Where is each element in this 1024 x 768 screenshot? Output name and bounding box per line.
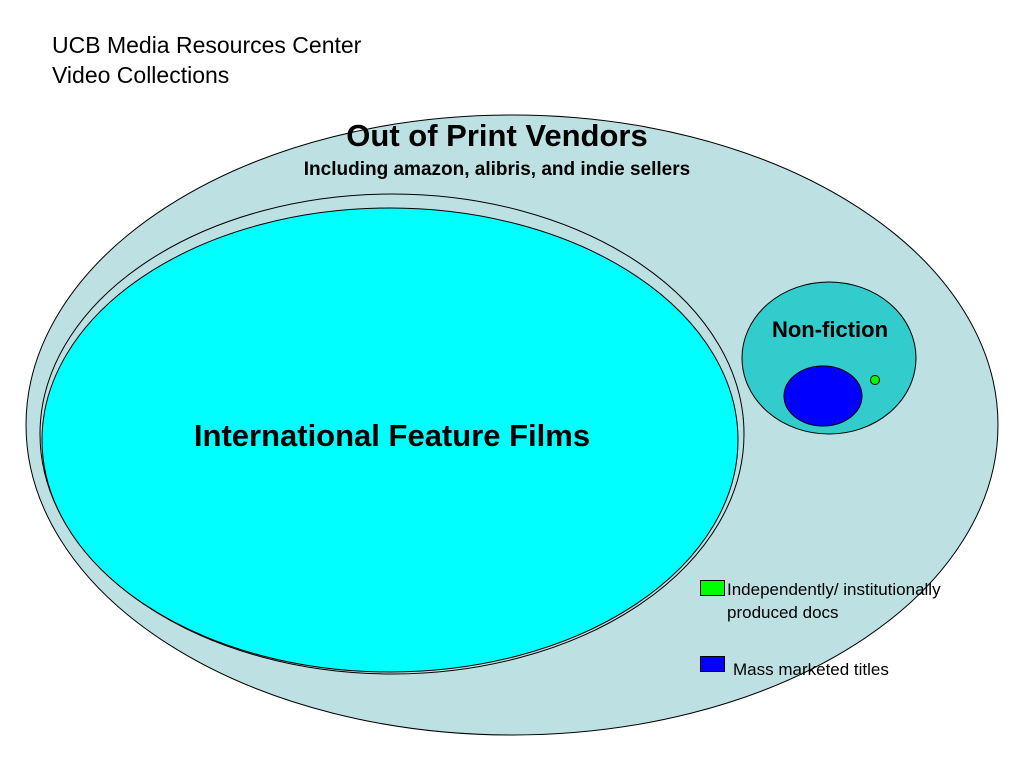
independent-docs-dot [870,375,880,385]
legend-item-independent: Independently/ institutionally produced … [700,580,987,624]
out-of-print-vendors-subtitle: Including amazon, alibris, and indie sel… [303,159,691,180]
legend-swatch-independent [700,580,725,596]
legend-label-mass-marketed: Mass marketed titles [733,660,889,679]
legend-swatch-mass-marketed [700,656,725,672]
international-feature-films-ellipse [41,207,739,673]
mass-marketed-circle [783,365,863,427]
out-of-print-vendors-title: Out of Print Vendors [346,118,648,153]
non-fiction-label: Non-fiction [771,317,889,342]
legend-label-independent: Independently/ institutionally produced … [727,580,941,622]
page-title-line2: Video Collections [52,62,230,88]
international-feature-films-label: International Feature Films [193,418,591,453]
page-title-line1: UCB Media Resources Center [52,32,362,58]
page-title: UCB Media Resources Center Video Collect… [52,30,361,90]
legend-item-mass-marketed: Mass marketed titles [700,656,993,681]
